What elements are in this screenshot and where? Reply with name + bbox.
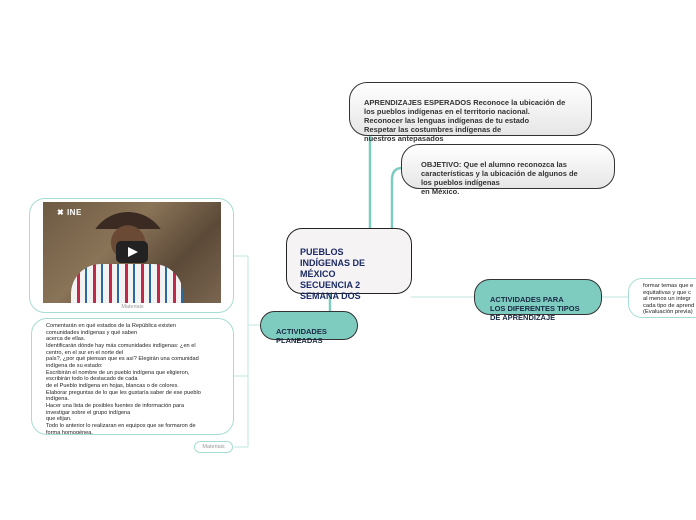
video-person-dress [71,264,183,303]
objetivo-text: OBJETIVO: Que el alumno reconozca las ca… [421,160,578,196]
connector-center-objetivo [390,166,404,230]
materials-tag-label: Materiais [202,444,225,450]
connector-planeadas-bracket [234,255,260,448]
play-icon [128,247,138,257]
video-card[interactable]: ✖ INE Materiais [29,198,234,313]
right-card[interactable]: formar temas que e equitativas y que c a… [628,278,696,318]
actividades-tipos-label: ACTIVIDADES PARA LOS DIFERENTES TIPOS DE… [490,295,580,322]
actividades-planeadas-label: ACTIVIDADES PLANEADAS [276,327,327,345]
aprendizajes-text: APRENDIZAJES ESPERADOS Reconoce la ubica… [364,98,566,143]
ine-logo-mark: ✖ [57,208,67,217]
video-caption: Materiais [121,304,144,310]
video-thumbnail[interactable]: ✖ INE [43,202,221,303]
actividades-tipos-node[interactable]: ACTIVIDADES PARA LOS DIFERENTES TIPOS DE… [474,279,602,322]
aprendizajes-node[interactable]: APRENDIZAJES ESPERADOS Reconoce la ubica… [349,82,592,143]
right-card-text: formar temas que e equitativas y que c a… [643,283,695,315]
materials-tag[interactable]: Materiais [194,441,233,453]
ine-logo-text: INE [66,208,82,217]
activities-text-card[interactable]: Comentarán en qué estados de la Repúblic… [31,318,234,435]
ine-logo: ✖ INE [57,208,82,217]
objetivo-node[interactable]: OBJETIVO: Que el alumno reconozca las ca… [401,144,615,196]
activities-text: Comentarán en qué estados de la Repúblic… [46,323,201,435]
center-topic-node[interactable]: PUEBLOS INDÍGENAS DE MÉXICO SECUENCIA 2 … [286,228,412,301]
play-button[interactable] [116,241,148,263]
actividades-planeadas-node[interactable]: ACTIVIDADES PLANEADAS [260,311,358,345]
center-topic-title: PUEBLOS INDÍGENAS DE MÉXICO SECUENCIA 2 … [300,247,366,301]
